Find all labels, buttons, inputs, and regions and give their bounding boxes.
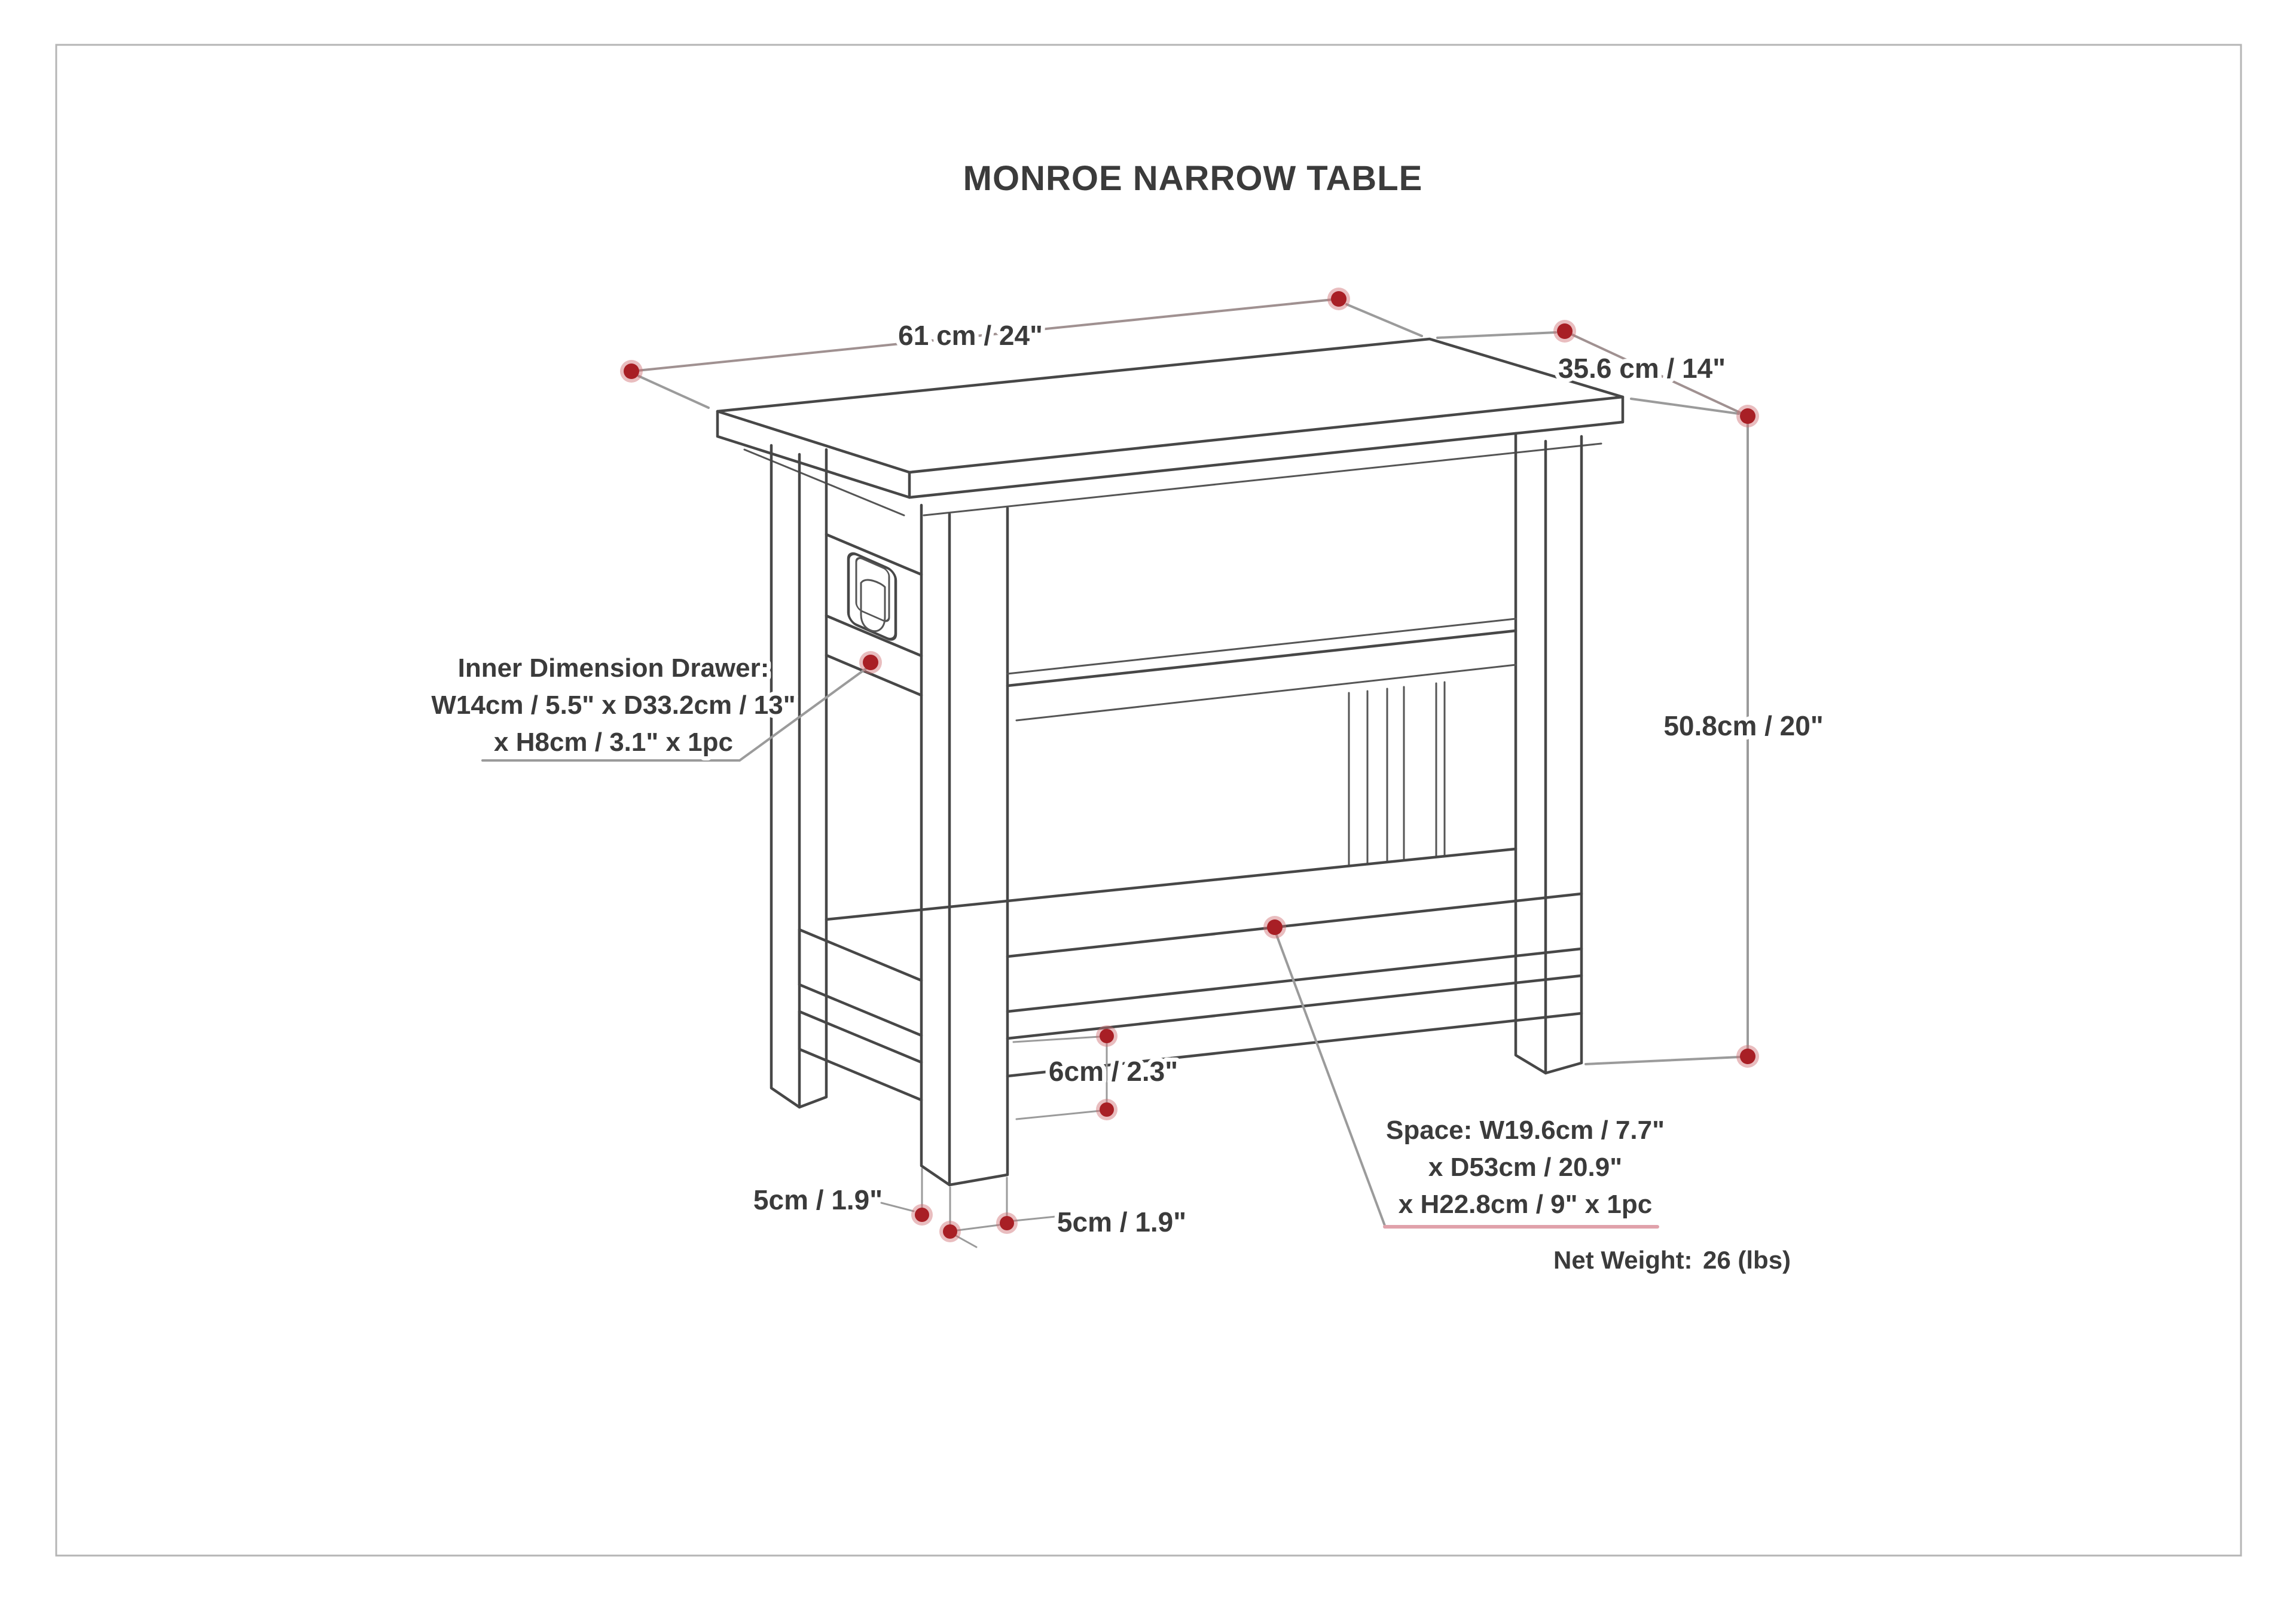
leg-width-label: 5cm / 1.9" [1057, 1206, 1186, 1238]
height-dimension-label: 50.8cm / 20" [1663, 710, 1823, 741]
page-border [55, 44, 2242, 1557]
drawer-note-leader [481, 665, 870, 762]
drawer-note-line3: x H8cm / 3.1" x 1pc [494, 728, 733, 757]
net-weight-value: 26 (lbs) [1703, 1246, 1791, 1274]
height-dimension [1584, 415, 1749, 1065]
dot-leg-1 [911, 1204, 933, 1226]
depth-dimension-label: 35.6 cm / 14" [1558, 353, 1726, 384]
leg-dimensions [880, 1168, 1062, 1248]
dot-height-top [1736, 405, 1759, 427]
leg-depth-label: 5cm / 1.9" [753, 1184, 883, 1215]
dot-clearance-top [1096, 1025, 1118, 1047]
front-apron [1006, 618, 1518, 688]
dot-leg-2 [939, 1221, 961, 1242]
dot-shelf-space [1263, 916, 1286, 939]
page-title: MONROE NARROW TABLE [963, 159, 1423, 198]
drawer-handle-icon [847, 552, 897, 641]
measurement-dots [620, 288, 1759, 1242]
space-note-leader [1274, 929, 1659, 1229]
dot-depth-left [1553, 320, 1576, 343]
space-note-line3: x H22.8cm / 9" x 1pc [1399, 1190, 1652, 1219]
lower-shelf [798, 847, 1583, 1102]
width-dimension [630, 298, 1423, 409]
width-dimension-label: 61 cm / 24" [898, 320, 1043, 351]
space-note-line2: x D53cm / 20.9" [1428, 1153, 1622, 1182]
dot-width-right [1327, 288, 1350, 310]
dot-clearance-bottom [1096, 1099, 1118, 1120]
net-weight-label: Net Weight: [1553, 1246, 1693, 1274]
net-weight: Net Weight: 26 (lbs) [1549, 1242, 1795, 1278]
shelf-clearance-label: 6cm / 2.3" [1049, 1056, 1178, 1087]
drawer-note-line2: W14cm / 5.5" x D33.2cm / 13" [431, 690, 795, 720]
dot-leg-3 [996, 1212, 1018, 1234]
tabletop [716, 337, 1625, 517]
depth-dimension [1436, 330, 1749, 417]
dot-drawer [859, 651, 882, 674]
space-note: Space: W19.6cm / 7.7" x D53cm / 20.9" x … [1382, 1111, 1669, 1223]
table-illustration [716, 337, 1625, 1187]
dot-height-bottom [1736, 1045, 1759, 1068]
dot-width-left [620, 360, 643, 383]
drawer-note: Inner Dimension Drawer: W14cm / 5.5" x D… [427, 649, 799, 761]
drawer-note-line1: Inner Dimension Drawer: [458, 653, 770, 683]
shelf-clearance-dimension [1012, 1035, 1108, 1120]
end-slats [1015, 664, 1517, 867]
dimension-lines [481, 288, 1759, 1248]
drawer-front [825, 533, 923, 697]
space-note-line1: Space: W19.6cm / 7.7" [1386, 1116, 1665, 1145]
